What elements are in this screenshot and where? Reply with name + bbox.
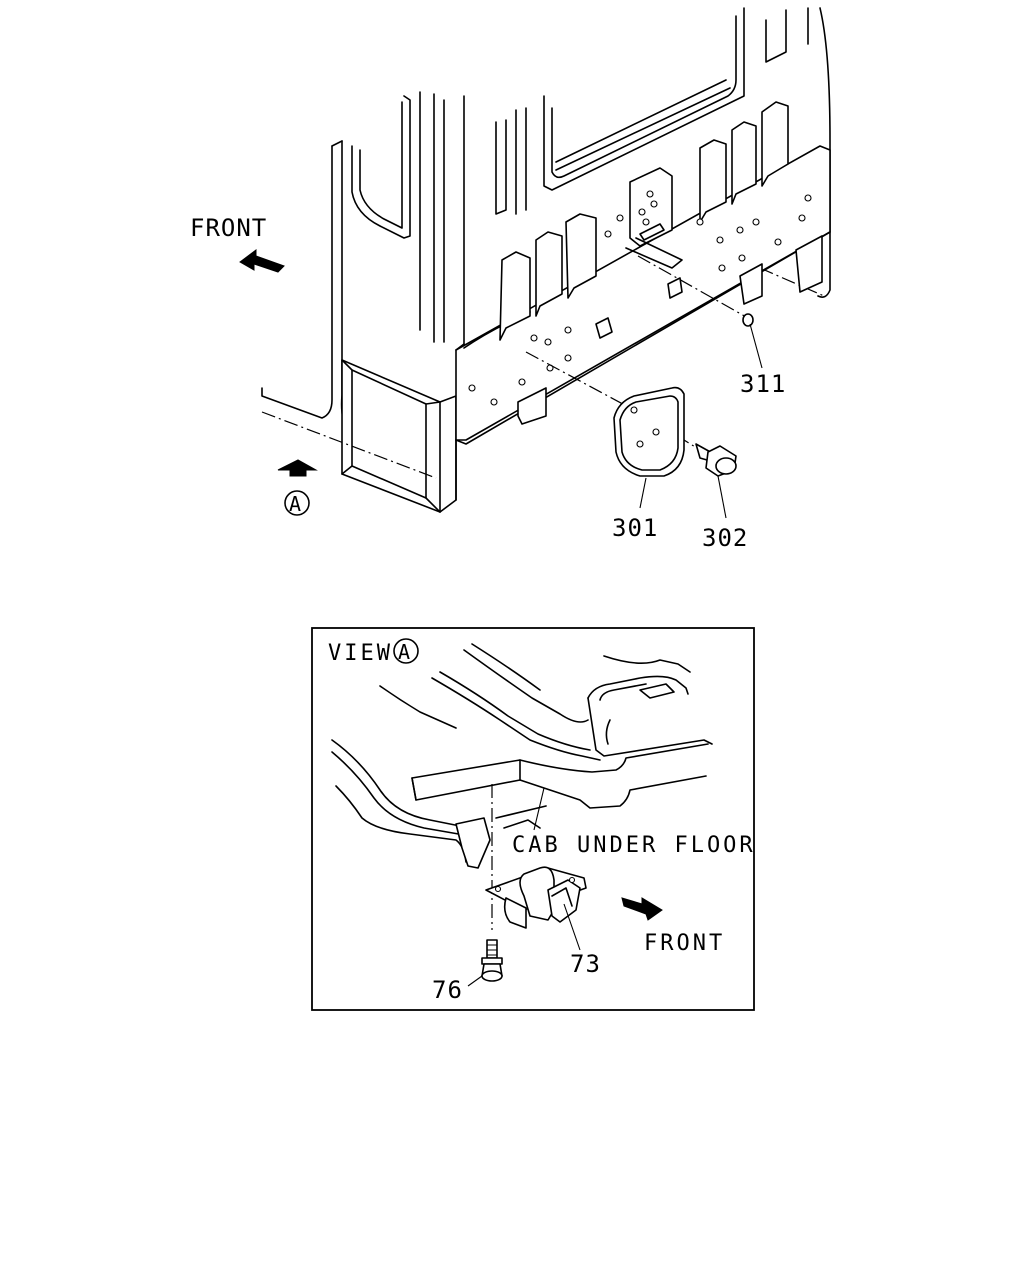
- callout-311: 311: [740, 370, 786, 398]
- callout-76: 76: [432, 976, 463, 1004]
- inset-marker-circle: [393, 638, 419, 664]
- mud-flap-301: [613, 386, 685, 477]
- view-a-inset: VIEW A CAB UNDER FLOOR: [311, 627, 756, 1011]
- front-arrow-top-icon: [239, 249, 285, 273]
- cab-rear-assembly: [261, 7, 831, 513]
- leader-76: [467, 975, 483, 987]
- leader-cab-under-floor: [533, 787, 545, 831]
- leader-301: [639, 477, 647, 509]
- clip-311: [742, 313, 754, 327]
- callout-73: 73: [570, 950, 601, 978]
- front-label-top: FRONT: [190, 214, 267, 242]
- leader-302: [717, 475, 727, 519]
- front-label-inset: FRONT: [644, 931, 725, 956]
- inset-frame: [311, 627, 755, 1011]
- leader-73: [563, 903, 581, 951]
- front-arrow-inset-icon: [621, 897, 663, 921]
- bolt-302: [695, 443, 737, 477]
- view-marker-circle: [284, 490, 310, 516]
- inset-marker-a: A: [398, 640, 411, 664]
- inset-title-view: VIEW: [328, 641, 393, 666]
- view-a-arrow-icon: [277, 459, 318, 477]
- callout-301: 301: [612, 514, 658, 542]
- cab-under-floor-label: CAB UNDER FLOOR: [512, 833, 756, 858]
- callout-302: 302: [702, 524, 748, 552]
- leader-311: [749, 323, 763, 369]
- view-marker-a: A: [289, 492, 302, 516]
